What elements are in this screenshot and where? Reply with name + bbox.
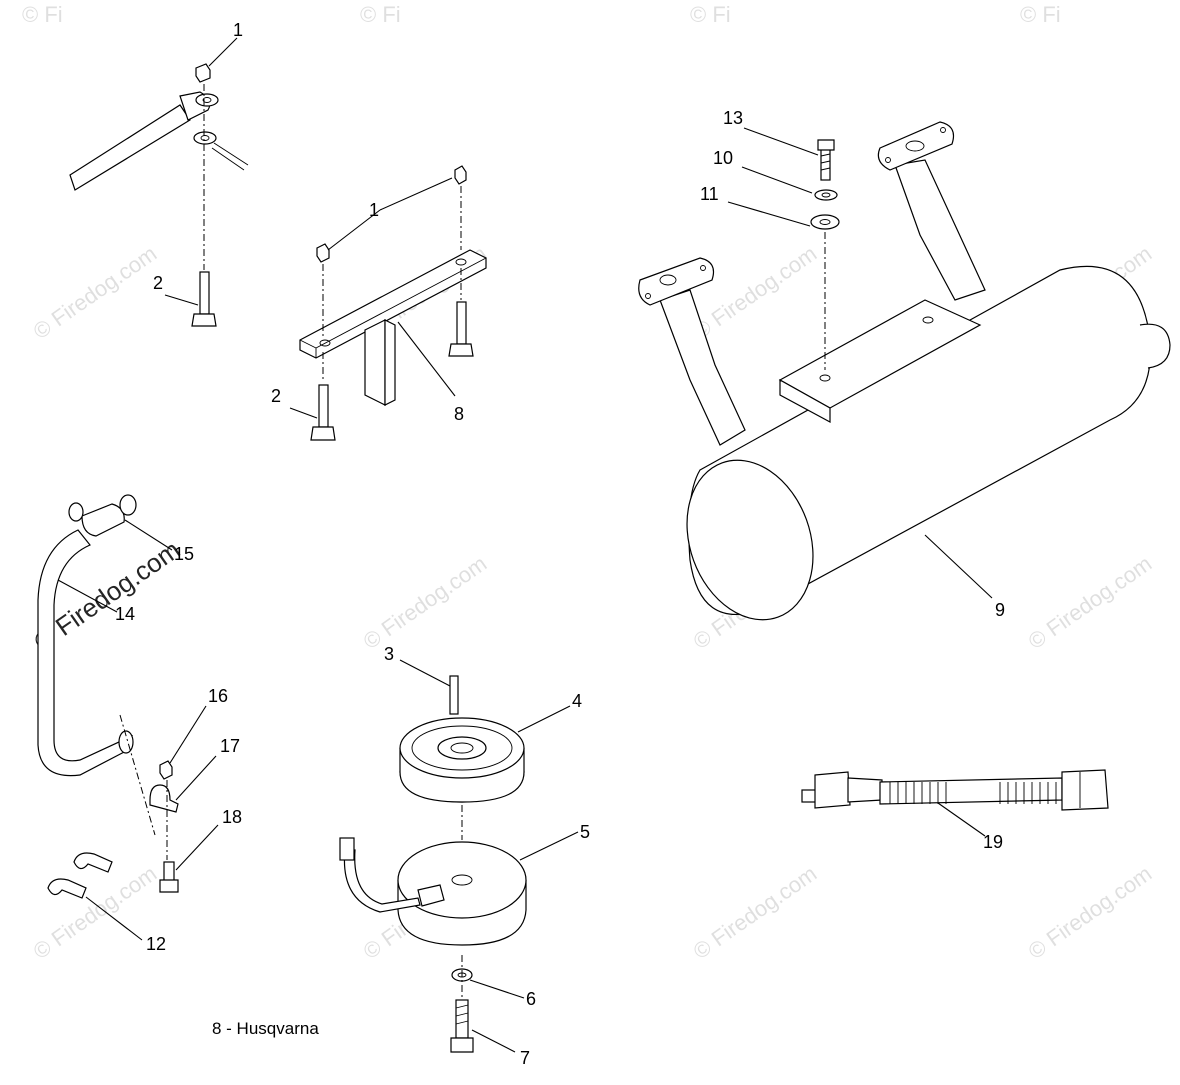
nut-1-top bbox=[195, 63, 211, 83]
callout-10: 10 bbox=[713, 148, 733, 168]
leader-7 bbox=[471, 1029, 516, 1053]
leader-10 bbox=[741, 166, 813, 194]
watermark-r4-4: © Firedog.com bbox=[1024, 861, 1157, 964]
leader-4 bbox=[517, 705, 571, 733]
callout-6: 6 bbox=[526, 989, 536, 1009]
clutch-connector bbox=[339, 837, 355, 861]
callout-16: 16 bbox=[208, 686, 228, 706]
wire-harness-assembly bbox=[801, 769, 1109, 837]
clamp-hardware bbox=[47, 705, 219, 941]
cable-terminal-ring bbox=[195, 93, 219, 107]
bracket-8 bbox=[299, 249, 487, 359]
fuel-line-assembly bbox=[37, 494, 173, 836]
callout-19: 19 bbox=[983, 832, 1003, 852]
callout-12: 12 bbox=[146, 934, 166, 954]
callout-4: 4 bbox=[572, 691, 582, 711]
callout-8: 8 bbox=[454, 404, 464, 424]
clamp-17 bbox=[149, 784, 179, 813]
callout-11: 11 bbox=[700, 184, 719, 204]
bolt-2-right bbox=[456, 301, 467, 345]
watermark-top-2: © Fi bbox=[360, 2, 401, 27]
harness-sleeve-19 bbox=[879, 777, 1063, 805]
watermark-r3-4: © Firedog.com bbox=[1024, 551, 1157, 654]
ground-wire bbox=[211, 142, 249, 171]
callout-5: 5 bbox=[580, 822, 590, 842]
nut-1-right bbox=[454, 165, 467, 185]
clutch-assembly bbox=[339, 659, 579, 1053]
leader-19 bbox=[937, 802, 986, 837]
muffler-end-cap bbox=[686, 459, 814, 621]
callout-1a: 1 bbox=[233, 20, 243, 40]
callout-7: 7 bbox=[520, 1048, 530, 1068]
watermark-r4-3: © Firedog.com bbox=[689, 861, 822, 964]
callout-9: 9 bbox=[995, 600, 1005, 620]
watermark-r3-2: © Firedog.com bbox=[359, 551, 492, 654]
clip-12a bbox=[73, 852, 113, 873]
leader-1b-right bbox=[379, 177, 453, 211]
battery-cable bbox=[69, 104, 191, 191]
lock-washer-10 bbox=[814, 189, 838, 201]
clip-12b bbox=[47, 878, 87, 899]
leader-11 bbox=[727, 201, 811, 227]
leader-2b bbox=[289, 407, 318, 419]
harness-connector-right bbox=[1061, 769, 1109, 811]
leader-13 bbox=[743, 127, 819, 156]
leader-3 bbox=[399, 659, 451, 687]
leader-2a bbox=[164, 294, 199, 306]
bolt-2-lower bbox=[318, 384, 329, 428]
leader-15 bbox=[124, 519, 173, 551]
nut-1-left bbox=[316, 243, 330, 263]
watermark-top-1: © Fi bbox=[22, 2, 63, 27]
clutch-wire bbox=[343, 849, 421, 913]
callout-14: 14 bbox=[115, 604, 135, 624]
watermark-r2-3: © Firedog.com bbox=[689, 241, 822, 344]
key-3 bbox=[449, 675, 459, 715]
ground-terminal-ring bbox=[193, 131, 217, 145]
callout-labels: 1 1 2 2 3 4 5 6 7 8 9 10 11 12 13 14 15 … bbox=[115, 20, 1005, 1068]
muffler-assembly bbox=[638, 121, 1171, 621]
watermark-r4-1: © Firedog.com bbox=[29, 861, 162, 964]
leader-12 bbox=[85, 896, 143, 941]
bolt-13 bbox=[820, 147, 831, 181]
leader-17 bbox=[175, 755, 217, 801]
callout-18: 18 bbox=[222, 807, 242, 827]
callout-2a: 2 bbox=[153, 273, 163, 293]
leader-5 bbox=[519, 831, 579, 861]
callout-15: 15 bbox=[174, 544, 194, 564]
callout-13: 13 bbox=[723, 108, 743, 128]
battery-cable-assembly bbox=[69, 37, 249, 327]
bracket-assembly bbox=[289, 165, 487, 441]
bracket-leg bbox=[364, 319, 386, 406]
leader-14 bbox=[57, 579, 118, 613]
muffler-pipe-right bbox=[894, 159, 986, 301]
harness-connector-left bbox=[814, 771, 851, 809]
fuel-fitting bbox=[81, 503, 125, 537]
leader-6 bbox=[469, 979, 525, 999]
flat-washer-11 bbox=[810, 214, 840, 230]
leader-16 bbox=[169, 705, 207, 764]
fuel-hose-14 bbox=[37, 529, 133, 777]
callout-2b: 2 bbox=[271, 386, 281, 406]
bolt-2-left bbox=[199, 271, 210, 315]
muffler-pipe-left bbox=[659, 289, 746, 446]
muffler-flange-right bbox=[877, 121, 955, 171]
diagram-caption: 8 - Husqvarna bbox=[212, 1019, 319, 1038]
fuel-filter-15 bbox=[119, 494, 137, 516]
watermark-top-4: © Fi bbox=[1020, 2, 1061, 27]
callout-17: 17 bbox=[220, 736, 240, 756]
watermark-r2-1: © Firedog.com bbox=[29, 241, 162, 344]
leader-1a bbox=[208, 37, 238, 67]
clutch-5 bbox=[397, 841, 527, 919]
pulley-hub bbox=[437, 736, 487, 760]
callout-1b: 1 bbox=[369, 200, 379, 220]
leader-1b-left bbox=[327, 209, 381, 251]
leader-8 bbox=[397, 321, 456, 397]
leader-18 bbox=[175, 824, 219, 871]
leader-9 bbox=[924, 534, 993, 599]
watermark-top-3: © Fi bbox=[690, 2, 731, 27]
muffler-outlet bbox=[1139, 323, 1171, 369]
nut-16 bbox=[159, 760, 173, 780]
callout-3: 3 bbox=[384, 644, 394, 664]
